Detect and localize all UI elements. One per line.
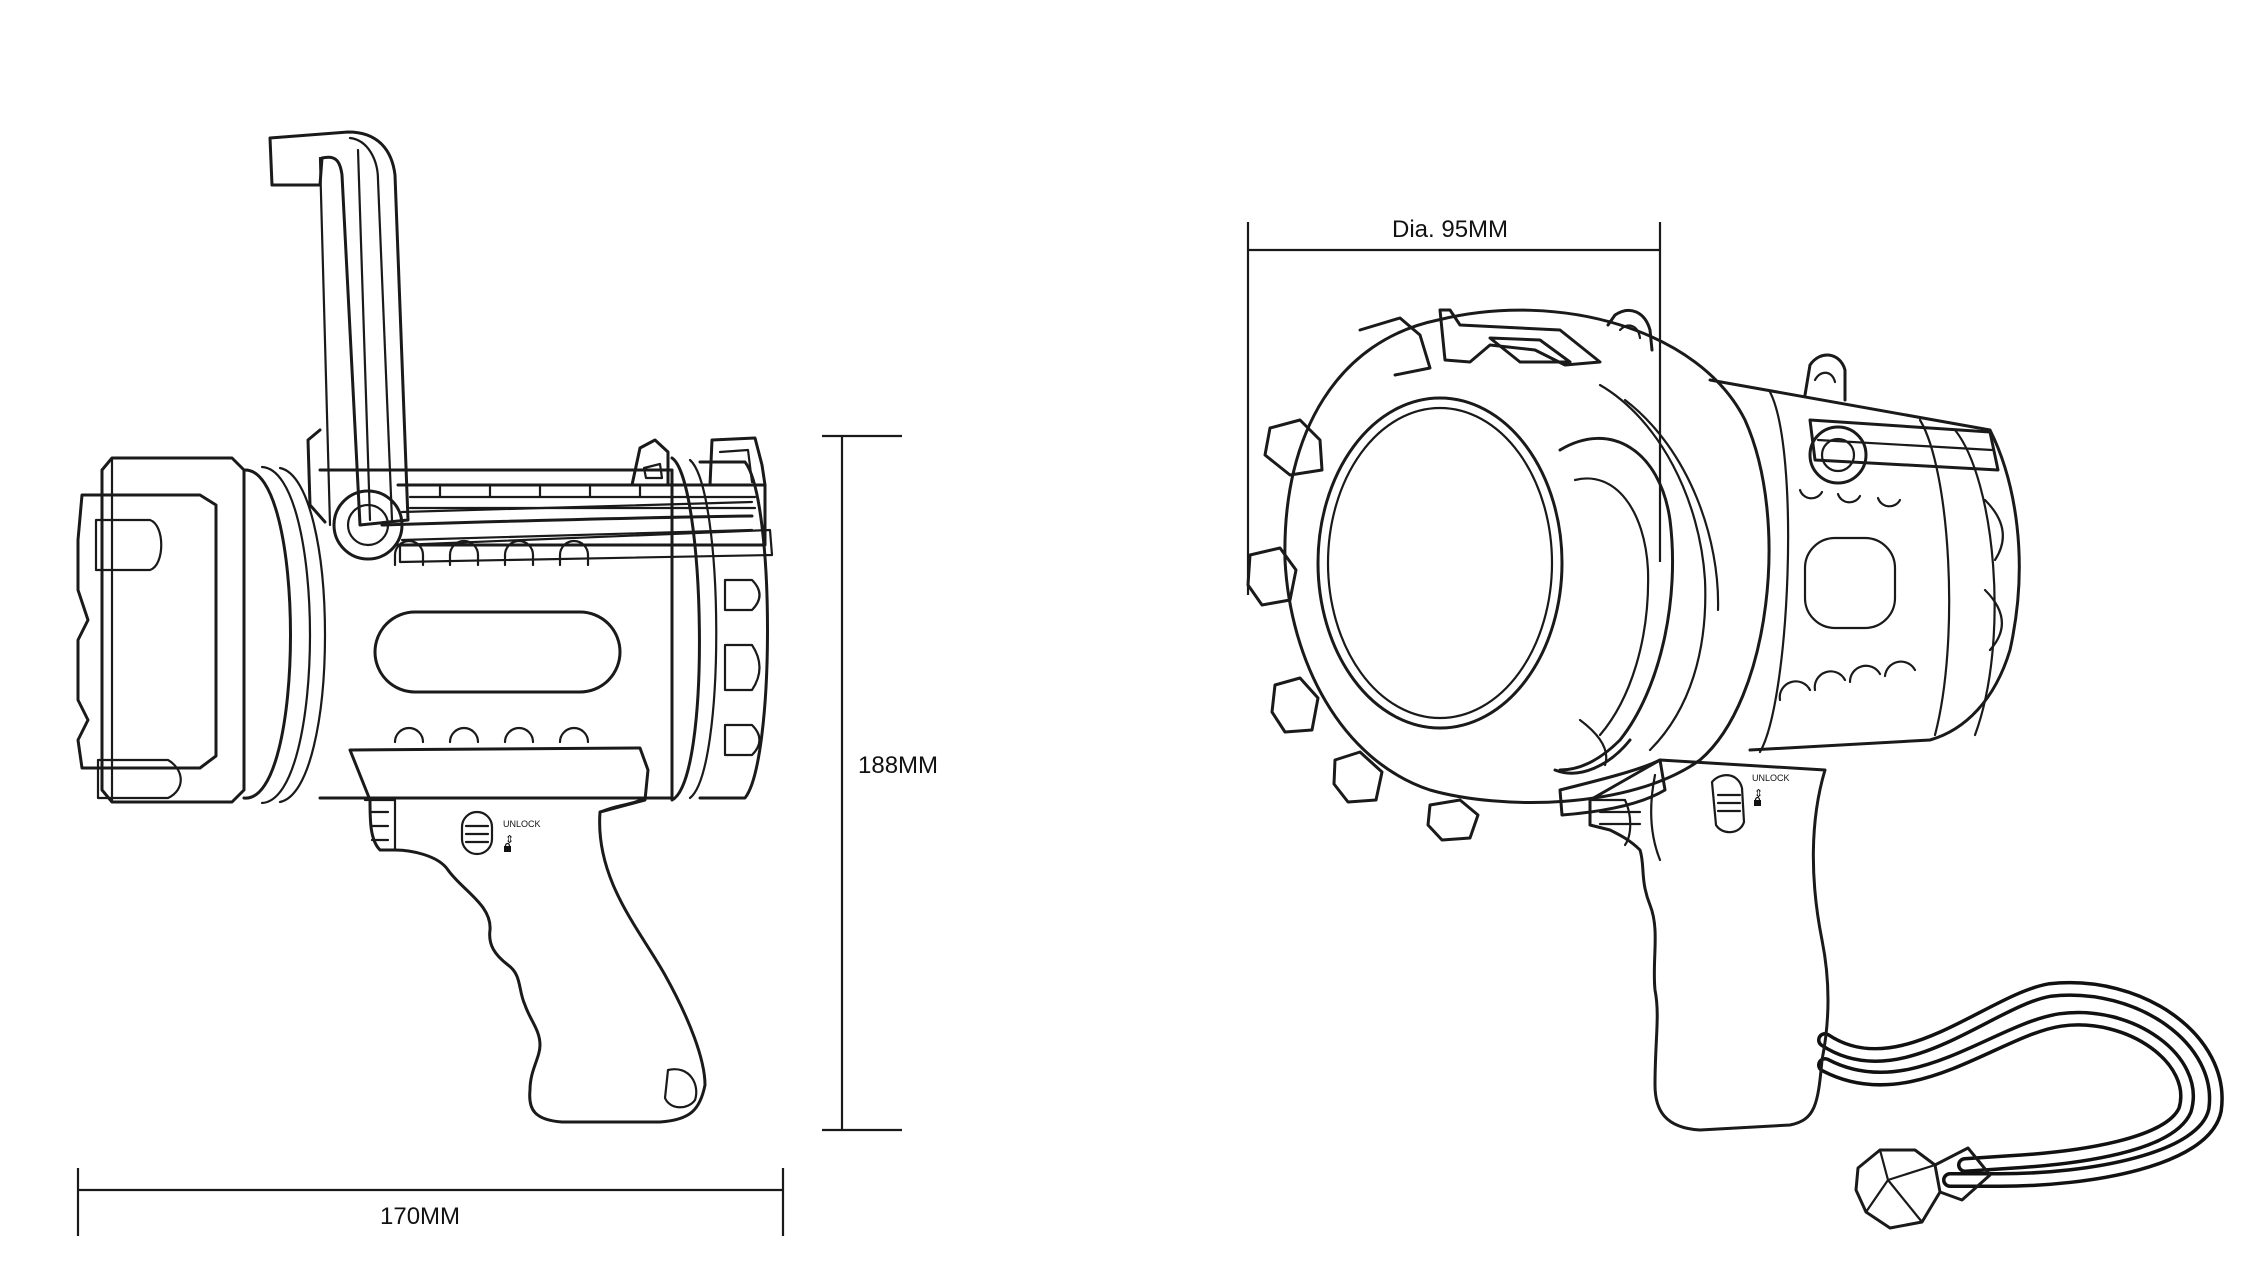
diameter-dimension: Dia. 95MM [1246, 216, 1662, 595]
side-front-bezel [76, 456, 246, 804]
perspective-lock-switch: UNLOCK ⇕ [1710, 773, 1790, 834]
side-pistol-grip [348, 746, 707, 1124]
perspective-switch-slider [1710, 774, 1746, 834]
side-lock-icon [504, 842, 511, 852]
perspective-lock-icon [1754, 796, 1761, 806]
perspective-unlock-label: UNLOCK [1752, 773, 1790, 783]
side-folding-stand [268, 130, 754, 561]
side-up-down-arrow-icon: ⇕ [505, 833, 514, 846]
height-dimension: 188MM [822, 434, 938, 1132]
side-top-rail [396, 436, 774, 564]
side-view-spotlight: UNLOCK ⇕ [76, 130, 774, 1124]
perspective-lens [1316, 396, 1564, 730]
perspective-view-spotlight: UNLOCK ⇕ [1246, 308, 2224, 1230]
perspective-rear-housing [1708, 378, 2021, 754]
perspective-up-down-arrow-icon: ⇕ [1754, 787, 1763, 800]
side-unlock-label: UNLOCK [503, 819, 541, 829]
perspective-lens-guard [1553, 437, 1675, 775]
diameter-label: Dia. 95MM [1392, 216, 1508, 243]
width-dimension: 170MM [76, 1168, 785, 1236]
width-label: 170MM [380, 1203, 460, 1230]
perspective-outer-bezel [1246, 308, 1771, 842]
side-switch-slider [460, 810, 494, 856]
side-lock-switch: UNLOCK ⇕ [460, 810, 541, 856]
perspective-top-rail [1606, 309, 2000, 485]
height-label: 188MM [858, 752, 938, 779]
cord-plug [1854, 1148, 1942, 1230]
lanyard-cord [1817, 980, 2224, 1230]
perspective-pistol-grip [1588, 758, 1830, 1132]
